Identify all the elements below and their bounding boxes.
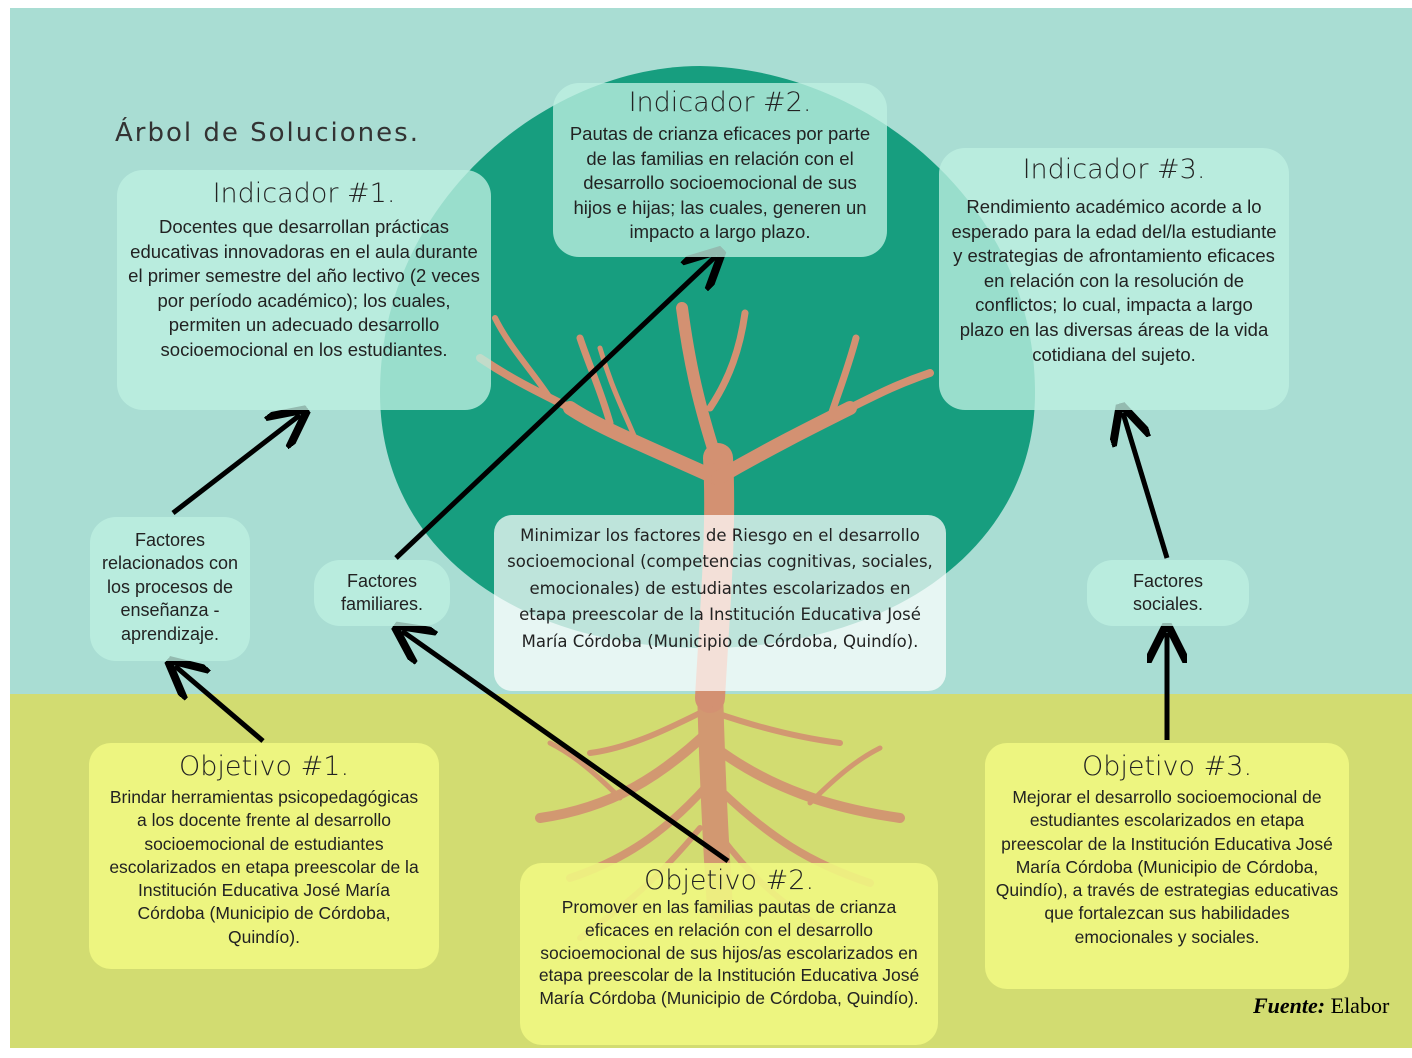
arrows xyxy=(171,256,1170,864)
factor-3-text: Factores sociales. xyxy=(1132,571,1204,615)
arrow-obj1-factor1 xyxy=(175,666,265,743)
arrow-factor2-ind2 xyxy=(394,256,716,560)
factor-3-box: Factores sociales. xyxy=(1087,560,1249,626)
indicador-1-heading: Indicador #1. xyxy=(212,178,396,209)
fuente-caption: Fuente: Elabor xyxy=(1253,993,1389,1019)
fuente-label: Fuente: xyxy=(1253,993,1326,1018)
indicador-1-text: Docentes que desarrollan prácticas educa… xyxy=(128,216,480,360)
objetivo-general-box: Minimizar los factores de Riesgo en el d… xyxy=(494,515,946,691)
indicador-3-heading: Indicador #3. xyxy=(1022,154,1206,185)
indicador-2-heading: Indicador #2. xyxy=(628,87,812,118)
factor-2-box: Factores familiares. xyxy=(314,560,450,626)
objetivo-1-box: Objetivo #1. Brindar herramientas psicop… xyxy=(89,743,439,969)
fuente-text: Elabor xyxy=(1325,993,1390,1018)
arrow-factor1-ind1 xyxy=(171,415,300,515)
arrow-obj2-factor2 xyxy=(402,631,730,864)
factor-1-text: Factores relacionados con los procesos d… xyxy=(101,530,239,644)
objetivo-2-text: Promover en las familias pautas de crian… xyxy=(538,897,920,1008)
objetivo-general-text: Minimizar los factores de Riesgo en el d… xyxy=(507,526,933,651)
diagram-title: Árbol de Soluciones. xyxy=(115,118,420,148)
diagram-canvas: Árbol de Soluciones. Indicador #1. Docen… xyxy=(10,8,1412,1048)
objetivo-1-text: Brindar herramientas psicopedagógicas a … xyxy=(109,787,419,947)
factor-2-text: Factores familiares. xyxy=(340,571,424,615)
indicador-3-text: Rendimiento académico acorde a lo espera… xyxy=(951,196,1277,365)
objetivo-3-heading: Objetivo #3. xyxy=(1081,751,1253,782)
factor-1-box: Factores relacionados con los procesos d… xyxy=(90,517,250,661)
indicador-2-text: Pautas de crianza eficaces por parte de … xyxy=(569,123,871,243)
objetivo-1-heading: Objetivo #1. xyxy=(178,751,350,782)
objetivo-3-box: Objetivo #3. Mejorar el desarrollo socio… xyxy=(985,743,1349,989)
objetivo-2-heading: Objetivo #2. xyxy=(643,865,815,896)
objetivo-3-text: Mejorar el desarrollo socioemocional de … xyxy=(995,787,1339,947)
objetivo-2-box: Objetivo #2. Promover en las familias pa… xyxy=(520,863,938,1045)
arrow-factor3-ind3 xyxy=(1123,413,1170,559)
indicador-1-box: Indicador #1. Docentes que desarrollan p… xyxy=(117,170,491,410)
indicador-3-box: Indicador #3. Rendimiento académico acor… xyxy=(939,148,1289,410)
indicador-2-box: Indicador #2. Pautas de crianza eficaces… xyxy=(553,83,887,257)
